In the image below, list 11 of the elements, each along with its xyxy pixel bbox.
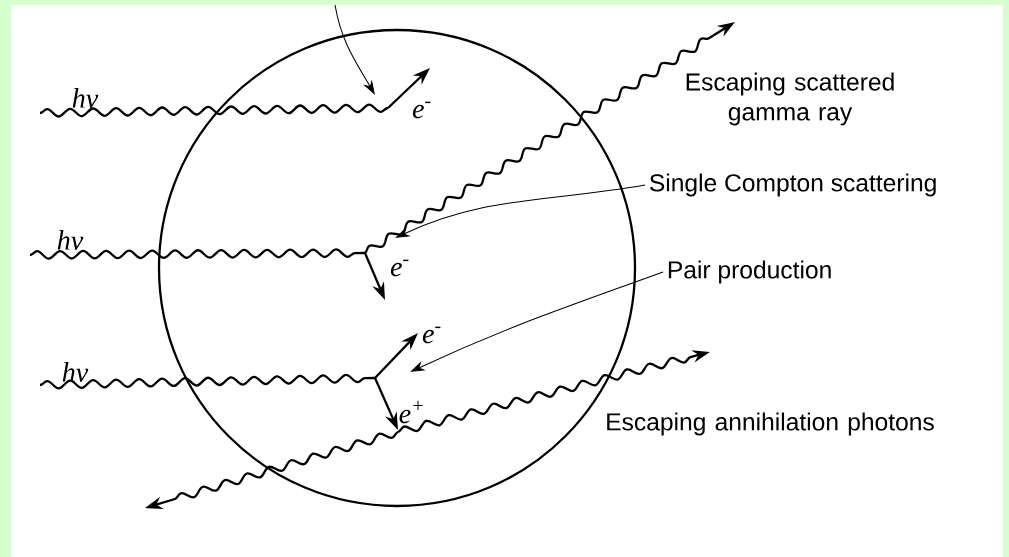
caption-label: Escaping scattered gamma ray bbox=[686, 72, 894, 126]
math-label: e$^{-}$ bbox=[390, 259, 409, 277]
math-label: e$^{-}$ bbox=[422, 326, 441, 344]
math-label: e$^{+}$ bbox=[399, 400, 423, 424]
math-label: hν bbox=[72, 88, 99, 108]
caption-label: Escaping annihilation photons bbox=[607, 412, 934, 436]
math-label: hν bbox=[62, 362, 89, 382]
callout-text: Single Compton scattering bbox=[650, 173, 936, 197]
math-label: hν bbox=[57, 230, 84, 250]
callout-text: Pair production bbox=[668, 260, 831, 284]
math-label: e$^{-}$ bbox=[412, 101, 431, 119]
